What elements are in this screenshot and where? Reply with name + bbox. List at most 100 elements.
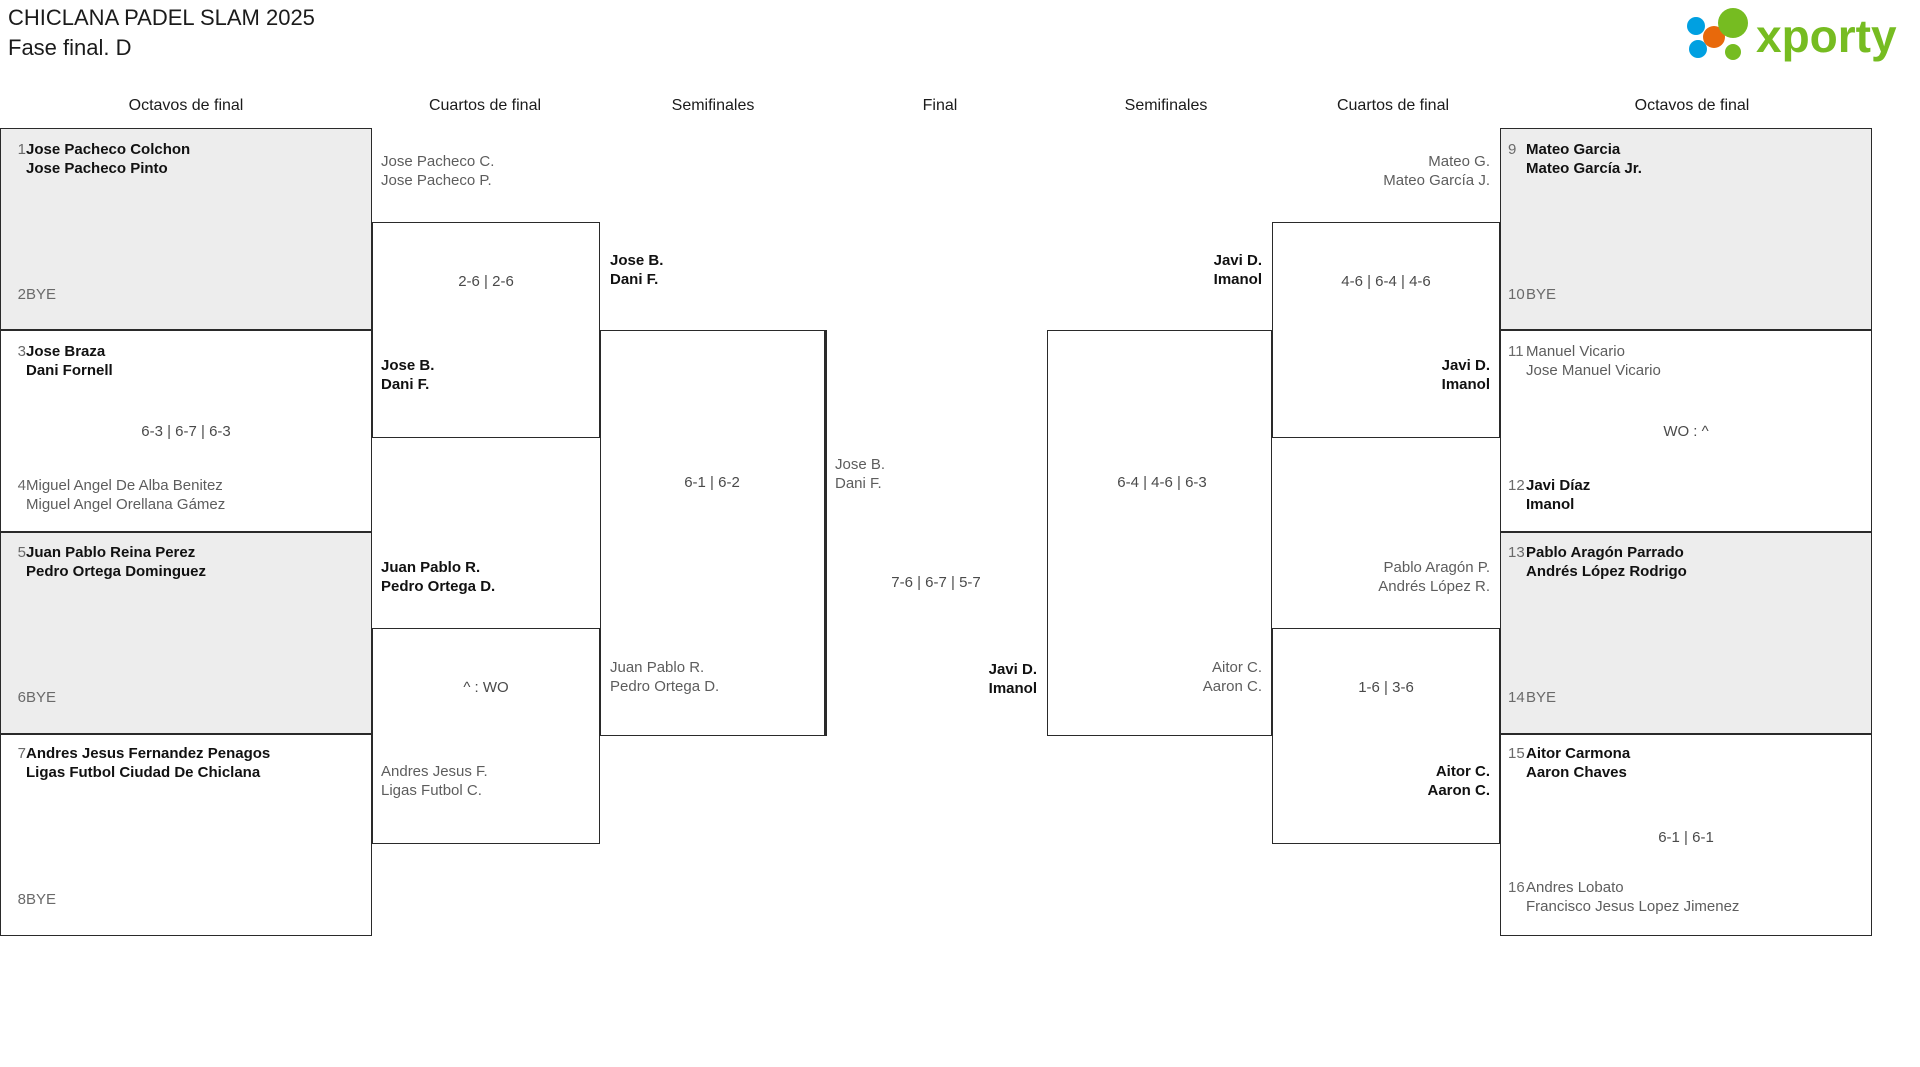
round-label-semis-right: Semifinales <box>1124 97 1208 114</box>
player-2: Imanol <box>1526 496 1575 513</box>
entry-seed-5[interactable]: 5 Juan Pablo Reina Perez Pedro Ortega Do… <box>8 543 206 581</box>
match-box-right-semis[interactable] <box>1047 330 1272 736</box>
player-names: Jose Braza Dani Fornell <box>26 342 113 380</box>
match-box-right-cuartos-1[interactable] <box>1272 222 1500 438</box>
player-2: Francisco Jesus Lopez Jimenez <box>1526 898 1740 915</box>
entry-seed-9[interactable]: Mateo Garcia Mateo García Jr. 9 <box>1508 140 1642 178</box>
player-1: Aitor C. <box>1211 659 1262 676</box>
pair-left-semis-bottom[interactable]: Juan Pablo R. Pedro Ortega D. <box>610 658 719 696</box>
page-title: CHICLANA PADEL SLAM 2025 Fase final. D <box>8 3 315 63</box>
entry-seed-12[interactable]: Javi Díaz Imanol 12 <box>1508 476 1590 514</box>
pair-right-cuartos-lower-bottom[interactable]: Aitor C. Aaron C. <box>1330 762 1490 800</box>
pair-final-right[interactable]: Javi D. Imanol <box>912 660 1037 698</box>
player-2: Pedro Ortega Dominguez <box>26 563 207 580</box>
match-box-left-semis[interactable] <box>600 330 825 736</box>
player-names: BYE <box>1526 688 1556 707</box>
player-1: Jose B. <box>610 252 664 269</box>
entry-seed-15[interactable]: Aitor Carmona Aaron Chaves 15 <box>1508 744 1630 782</box>
match-box-left-octavos-3[interactable] <box>0 532 372 734</box>
seed-number: 16 <box>1508 879 1525 896</box>
player-1: Javi Díaz <box>1526 477 1591 494</box>
player-names: Andres Lobato Francisco Jesus Lopez Jime… <box>1526 878 1739 916</box>
pair-right-cuartos-upper-top[interactable]: Mateo G. Mateo García J. <box>1330 152 1490 190</box>
match-box-right-octavos-4[interactable] <box>1500 734 1872 936</box>
pair-final-left[interactable]: Jose B. Dani F. <box>835 455 885 493</box>
match-box-left-cuartos-1[interactable] <box>372 222 600 438</box>
entry-seed-6[interactable]: 6 BYE <box>8 688 56 707</box>
player-2: Mateo García J. <box>1383 172 1490 189</box>
match-box-left-octavos-2[interactable] <box>0 330 372 532</box>
match-box-left-octavos-1[interactable] <box>0 128 372 330</box>
player-2: Imanol <box>1213 271 1262 288</box>
player-1: Andres Jesus Fernandez Penagos <box>26 745 271 762</box>
seed-number: 5 <box>17 544 26 561</box>
pair-right-semis-top[interactable]: Javi D. Imanol <box>1140 251 1262 289</box>
seed-number: 12 <box>1508 477 1525 494</box>
player-1: Jose Braza <box>26 343 106 360</box>
player-2: Aaron C. <box>1202 678 1262 695</box>
player-2: Mateo García Jr. <box>1526 160 1642 177</box>
entry-seed-10[interactable]: BYE 10 <box>1508 285 1556 304</box>
entry-seed-2[interactable]: 2 BYE <box>8 285 56 304</box>
score-right-octavos-4: 6-1 | 6-1 <box>1658 829 1714 846</box>
score-left-cuartos-2: ^ : WO <box>463 679 509 696</box>
entry-seed-13[interactable]: Pablo Aragón Parrado Andrés López Rodrig… <box>1508 543 1687 581</box>
entry-seed-11[interactable]: Manuel Vicario Jose Manuel Vicario 11 <box>1508 342 1661 380</box>
player-1: Mateo G. <box>1428 153 1490 170</box>
entry-seed-8[interactable]: 8 BYE <box>8 890 56 909</box>
seed-number: 11 <box>1508 343 1524 360</box>
pair-left-cuartos-lower-top[interactable]: Juan Pablo R. Pedro Ortega D. <box>381 558 495 596</box>
match-box-right-cuartos-2[interactable] <box>1272 628 1500 844</box>
player-2: Imanol <box>988 680 1037 697</box>
player-2: Pedro Ortega D. <box>610 678 720 695</box>
seed-number: 10 <box>1508 286 1525 303</box>
player-2: Aaron C. <box>1427 782 1490 799</box>
pair-left-cuartos-upper-top[interactable]: Jose Pacheco C. Jose Pacheco P. <box>381 152 494 190</box>
pair-left-cuartos-lower-bottom[interactable]: Andres Jesus F. Ligas Futbol C. <box>381 762 488 800</box>
svg-text:xporty: xporty <box>1756 10 1897 62</box>
player-names: Andres Jesus Fernandez Penagos Ligas Fut… <box>26 744 270 782</box>
match-box-right-octavos-1[interactable] <box>1500 128 1872 330</box>
xporty-logo[interactable]: xporty <box>1678 8 1908 64</box>
seed-number: 6 <box>17 689 26 706</box>
player-1: Juan Pablo R. <box>610 659 705 676</box>
entry-seed-7[interactable]: 7 Andres Jesus Fernandez Penagos Ligas F… <box>8 744 271 782</box>
player-1: BYE <box>26 689 57 706</box>
score-left-semis: 6-1 | 6-2 <box>684 474 740 491</box>
score-left-cuartos-1: 2-6 | 2-6 <box>458 273 514 290</box>
player-1: Juan Pablo R. <box>381 559 481 576</box>
entry-seed-4[interactable]: 4 Miguel Angel De Alba Benitez Miguel An… <box>8 476 226 514</box>
entry-seed-3[interactable]: 3 Jose Braza Dani Fornell <box>8 342 113 380</box>
player-1: Juan Pablo Reina Perez <box>26 544 196 561</box>
entry-seed-14[interactable]: BYE 14 <box>1508 688 1556 707</box>
score-final: 7-6 | 6-7 | 5-7 <box>891 574 981 591</box>
player-2: Dani F. <box>610 271 659 288</box>
match-box-left-cuartos-2[interactable] <box>372 628 600 844</box>
entry-seed-16[interactable]: Andres Lobato Francisco Jesus Lopez Jime… <box>1508 878 1739 916</box>
seed-number: 2 <box>17 286 26 303</box>
match-box-right-octavos-3[interactable] <box>1500 532 1872 734</box>
player-names: Mateo Garcia Mateo García Jr. <box>1526 140 1642 178</box>
score-right-cuartos-1: 4-6 | 6-4 | 4-6 <box>1341 273 1431 290</box>
player-names: Juan Pablo Reina Perez Pedro Ortega Domi… <box>26 543 206 581</box>
pair-left-semis-top[interactable]: Jose B. Dani F. <box>610 251 663 289</box>
player-1: Jose Pacheco C. <box>381 153 495 170</box>
match-box-right-octavos-2[interactable] <box>1500 330 1872 532</box>
entry-seed-1[interactable]: 1 Jose Pacheco Colchon Jose Pacheco Pint… <box>8 140 191 178</box>
player-1: Javi D. <box>988 661 1037 678</box>
pair-left-cuartos-upper-bottom[interactable]: Jose B. Dani F. <box>381 356 434 394</box>
round-label-cuartos-right: Cuartos de final <box>1336 97 1450 114</box>
player-2: Dani F. <box>381 376 430 393</box>
pair-right-cuartos-lower-top[interactable]: Pablo Aragón P. Andrés López R. <box>1330 558 1490 596</box>
player-2: Ligas Futbol C. <box>381 782 482 799</box>
player-1: Pablo Aragón Parrado <box>1526 544 1684 561</box>
score-left-octavos-2: 6-3 | 6-7 | 6-3 <box>141 423 231 440</box>
pair-right-cuartos-upper-bottom[interactable]: Javi D. Imanol <box>1330 356 1490 394</box>
match-box-left-octavos-4[interactable] <box>0 734 372 936</box>
pair-right-semis-bottom[interactable]: Aitor C. Aaron C. <box>1140 658 1262 696</box>
score-right-octavos-2: WO : ^ <box>1663 423 1709 440</box>
player-2: Aaron Chaves <box>1526 764 1627 781</box>
tournament-phase: Fase final. D <box>8 35 132 60</box>
player-2: Andrés López Rodrigo <box>1526 563 1687 580</box>
player-2: Jose Pacheco Pinto <box>26 160 168 177</box>
